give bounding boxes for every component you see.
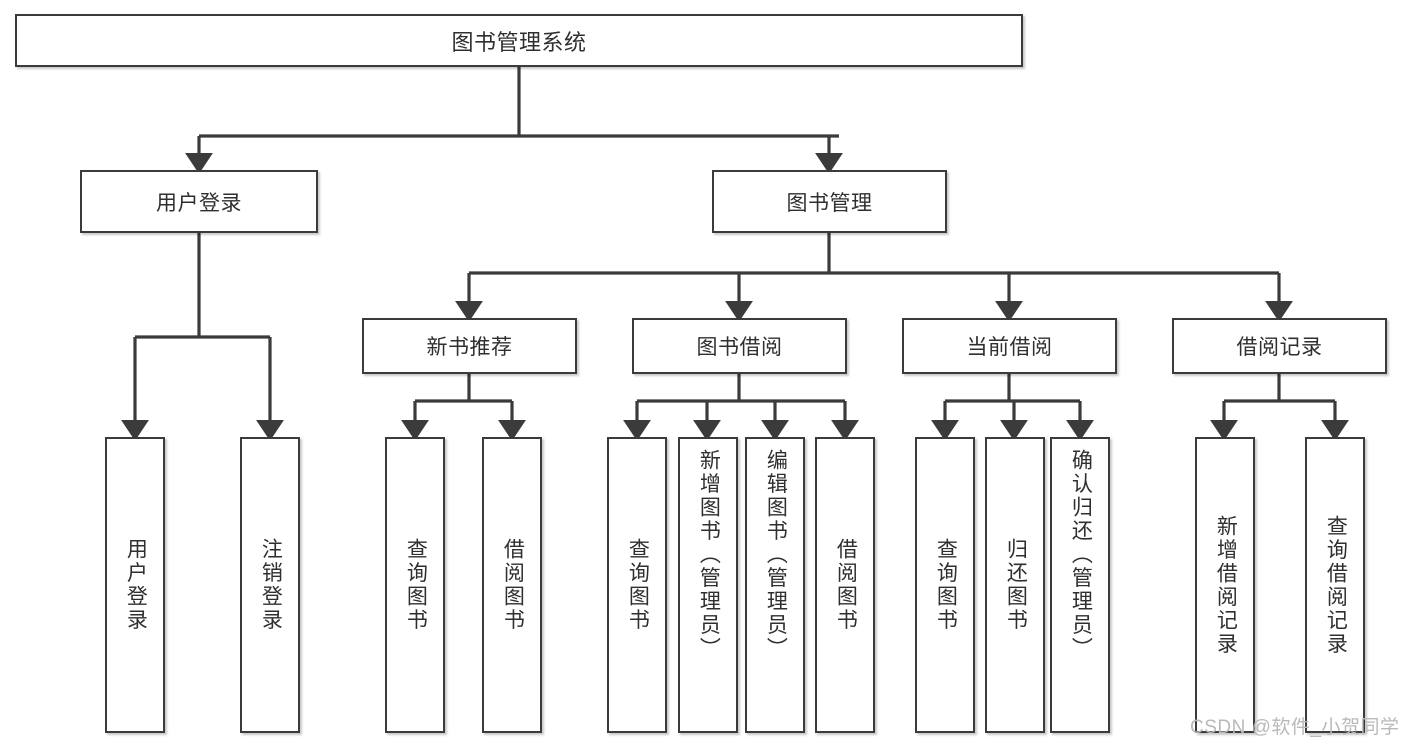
leaf-book-borrow-2[interactable]: 编辑图书（管理员）	[745, 437, 805, 733]
csdn-watermark: CSDN @软件_小贺同学	[1190, 717, 1400, 738]
node-user-login[interactable]: 用户登录	[80, 170, 318, 233]
leaf-label: 归还图书	[1004, 538, 1028, 632]
node-new-book-recommend[interactable]: 新书推荐	[362, 318, 577, 374]
node-borrow-record[interactable]: 借阅记录	[1172, 318, 1387, 374]
leaf-label: 确认归还（管理员）	[1069, 449, 1093, 661]
leaf-label: 查询借阅记录	[1324, 514, 1348, 656]
leaf-label: 注销登录	[259, 538, 283, 632]
leaf-user-login-1[interactable]: 注销登录	[240, 437, 300, 733]
leaf-new-book-0[interactable]: 查询图书	[385, 437, 445, 733]
leaf-label: 查询图书	[626, 538, 650, 632]
leaf-label: 借阅图书	[834, 538, 858, 632]
leaf-borrow-record-0[interactable]: 新增借阅记录	[1195, 437, 1255, 733]
node-book-borrow[interactable]: 图书借阅	[632, 318, 847, 374]
leaf-label: 编辑图书（管理员）	[764, 449, 788, 661]
leaf-current-borrow-0[interactable]: 查询图书	[915, 437, 975, 733]
leaf-book-borrow-3[interactable]: 借阅图书	[815, 437, 875, 733]
node-book-management[interactable]: 图书管理	[712, 170, 947, 233]
leaf-label: 新增图书（管理员）	[697, 449, 721, 661]
leaf-label: 新增借阅记录	[1214, 514, 1238, 656]
leaf-label: 查询图书	[404, 538, 428, 632]
leaf-book-borrow-1[interactable]: 新增图书（管理员）	[678, 437, 738, 733]
leaf-user-login-0[interactable]: 用户登录	[105, 437, 165, 733]
node-current-borrow[interactable]: 当前借阅	[902, 318, 1117, 374]
leaf-label: 查询图书	[934, 538, 958, 632]
leaf-label: 用户登录	[124, 538, 148, 632]
leaf-borrow-record-1[interactable]: 查询借阅记录	[1305, 437, 1365, 733]
leaf-label: 借阅图书	[501, 538, 525, 632]
leaf-current-borrow-1[interactable]: 归还图书	[985, 437, 1045, 733]
node-root-system[interactable]: 图书管理系统	[15, 14, 1023, 67]
leaf-book-borrow-0[interactable]: 查询图书	[607, 437, 667, 733]
leaf-new-book-1[interactable]: 借阅图书	[482, 437, 542, 733]
leaf-current-borrow-2[interactable]: 确认归还（管理员）	[1050, 437, 1110, 733]
